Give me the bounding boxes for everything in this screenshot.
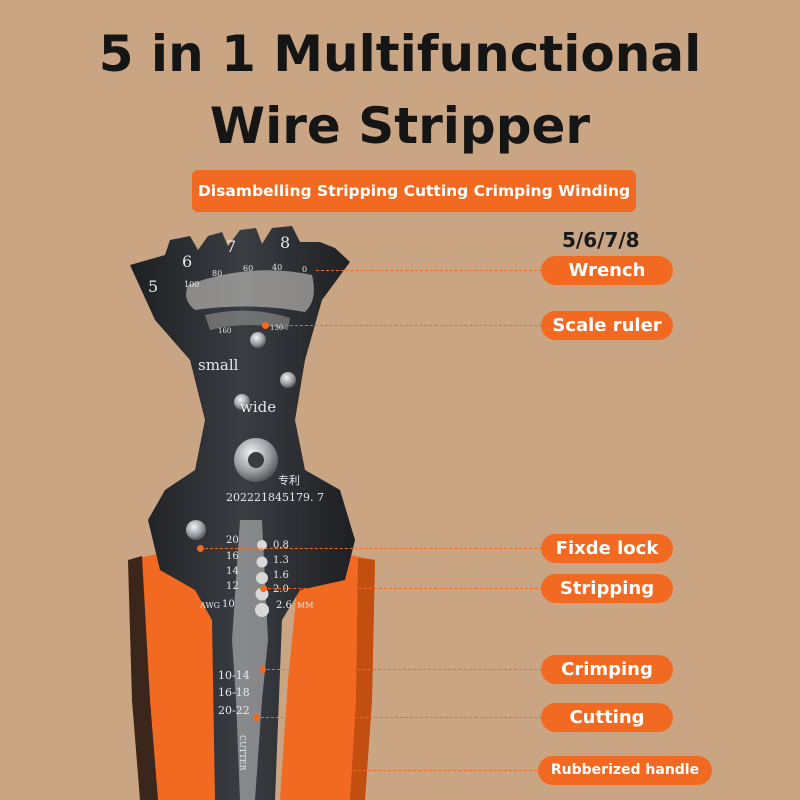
ruler-mark-40: 40 (272, 263, 282, 272)
ruler-mark-60: 60 (243, 264, 253, 273)
features-banner: Disambelling Stripping Cutting Crimping … (192, 170, 636, 212)
ruler-mark-160: 160 (218, 327, 231, 335)
rubberized-handles (128, 545, 375, 800)
awg-20: 20 (226, 535, 239, 546)
patent-number: 202221845179. 7 (226, 491, 324, 504)
fixed-lock-leader-line (200, 548, 542, 549)
fixed-lock-callout: Fixde lock (541, 534, 673, 563)
wrench-number-7: 7 (226, 237, 236, 256)
wrench-callout: Wrench (541, 256, 673, 285)
scale-ruler-dot (262, 322, 269, 329)
crimping-callout: Crimping (541, 655, 673, 684)
mm-2-6: 2.6 (276, 600, 292, 611)
scale-ruler-callout: Scale ruler (541, 311, 673, 340)
mm-label: MM (297, 601, 313, 610)
awg-label: AWG (199, 601, 220, 610)
crimping-leader-line (262, 669, 542, 670)
ruler-mark-130: 130 (270, 324, 283, 332)
mm-2-0: 2.0 (273, 584, 289, 595)
rubberized-handle-callout: Rubberized handle (538, 756, 712, 785)
cutting-callout: Cutting (541, 703, 673, 732)
title-line-2: Wire Stripper (209, 97, 591, 155)
small-label: small (198, 356, 239, 374)
wide-label: wide (240, 398, 276, 416)
fixed-lock-dot (197, 545, 204, 552)
wrench-leader-line (316, 270, 542, 271)
mm-0-8: 0.8 (273, 540, 289, 551)
mm-1-3: 1.3 (273, 555, 289, 566)
stripping-leader-line (263, 588, 543, 589)
ruler-mark-0: 0 (302, 265, 307, 274)
cutting-leader-line (256, 717, 542, 718)
ruler-mark-80: 80 (212, 269, 222, 278)
stripping-callout: Stripping (541, 574, 673, 603)
awg-12: 12 (226, 581, 239, 592)
ruler-mark-100: 100 (184, 280, 199, 289)
wrench-number-8: 8 (280, 233, 290, 252)
cutter-label: CUTTER (238, 735, 247, 772)
scale-ruler-leader-line (265, 325, 542, 326)
title-line-1: 5 in 1 Multifunctional (98, 25, 702, 83)
stripping-dot (260, 585, 267, 592)
crimp-20-22: 20-22 (218, 704, 250, 717)
crimp-10-14: 10-14 (218, 669, 250, 682)
mm-1-6: 1.6 (273, 570, 289, 581)
wrench-number-6: 6 (182, 252, 192, 271)
handle-leader-line (348, 770, 542, 771)
patent-cn-label: 专利 (278, 473, 300, 487)
awg-10: 10 (222, 599, 235, 610)
crimp-16-18: 16-18 (218, 686, 250, 699)
wrench-sizes-label: 5/6/7/8 (562, 228, 640, 252)
wrench-number-5: 5 (148, 277, 158, 296)
awg-16: 16 (226, 551, 239, 562)
awg-14: 14 (226, 566, 239, 577)
cutting-dot (253, 714, 260, 721)
handle-dot (345, 767, 352, 774)
bolts (186, 332, 296, 540)
crimping-dot (259, 666, 266, 673)
